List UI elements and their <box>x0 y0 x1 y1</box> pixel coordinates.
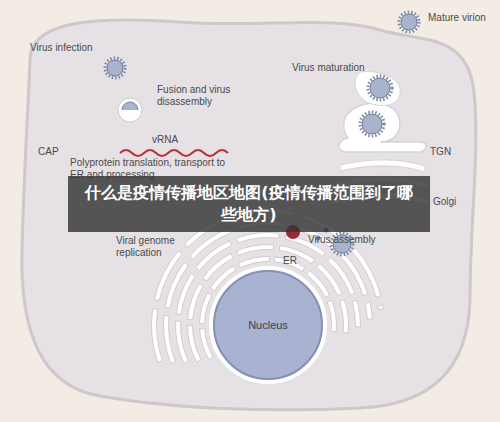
er-membrane <box>188 284 204 320</box>
er-membrane <box>352 300 360 327</box>
er-membrane <box>189 228 231 259</box>
er-membrane <box>237 244 274 255</box>
virus-spikes <box>399 12 419 32</box>
fusion-vesicle <box>118 98 142 122</box>
part-label: TGN <box>430 146 465 158</box>
part-label: CAP <box>38 146 68 158</box>
virus-particle <box>368 76 392 100</box>
part-label: vRNA <box>152 134 192 146</box>
er-membrane <box>352 248 381 297</box>
virus-particle <box>105 58 125 78</box>
er-membrane <box>188 326 202 362</box>
part-label: Golgi <box>433 196 473 208</box>
part-label: Virus infection <box>30 42 120 54</box>
virus-particle <box>360 112 384 136</box>
virus-core <box>362 114 382 134</box>
nucleus-fill <box>214 271 322 379</box>
er-membrane <box>176 321 189 363</box>
part-label: Mature virion <box>428 12 488 24</box>
part-label: ER <box>283 255 313 267</box>
golgi-vesicle-membrane <box>355 72 400 106</box>
er-membrane <box>236 232 279 242</box>
nucleus-circle: Nucleus <box>211 268 325 382</box>
virus-particle <box>399 12 419 32</box>
tgn-membrane <box>339 103 426 152</box>
er-membrane <box>378 305 383 309</box>
er-membrane <box>154 251 182 301</box>
watermark-banner: 什么是疫情传播地区地图(疫情传播范围到了哪些地方) <box>68 176 430 232</box>
er-membrane <box>327 300 336 332</box>
golgi-stack <box>340 160 425 172</box>
virus-core <box>370 78 390 98</box>
node-label: Nucleus <box>248 319 288 331</box>
er-membrane <box>340 300 349 333</box>
disassembling-virus <box>122 102 138 110</box>
virus-core <box>107 60 123 76</box>
cell-membrane <box>22 20 476 410</box>
er-membrane <box>365 302 372 319</box>
part-label: Viral genome replication <box>116 235 206 259</box>
nucleus-outline <box>211 268 325 382</box>
virus-core <box>401 14 417 30</box>
virus-spikes <box>368 76 392 100</box>
part-label: Virus maturation <box>292 62 392 74</box>
er-membrane <box>163 316 175 364</box>
vrna-strand <box>120 150 228 156</box>
virus-spikes <box>360 112 384 136</box>
banner-text: 什么是疫情传播地区地图(疫情传播范围到了哪些地方) <box>79 182 419 226</box>
virus-spikes <box>105 58 125 78</box>
part-label: Fusion and virus disassembly <box>157 84 237 108</box>
er-membrane <box>152 309 163 363</box>
part-label: Virus assembly <box>308 234 398 246</box>
